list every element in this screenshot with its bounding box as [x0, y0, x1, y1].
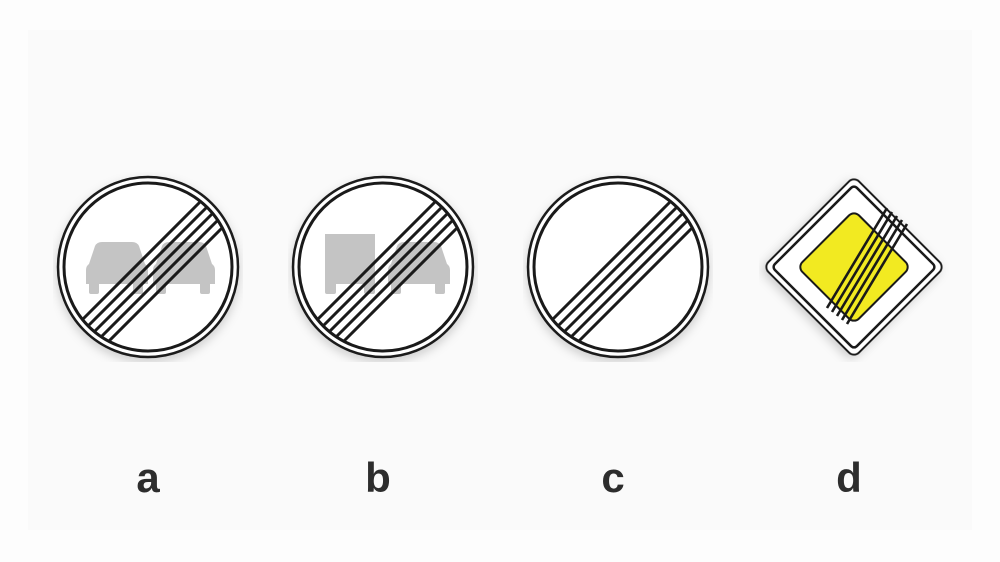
label-b: b: [365, 454, 391, 501]
end-of-all-restrictions-sign-icon: [523, 172, 713, 362]
end-of-priority-road-sign-icon: [759, 172, 949, 362]
label-a: a: [136, 454, 160, 501]
end-of-no-overtaking-sign-icon: [53, 172, 243, 362]
label-c: c: [601, 454, 625, 501]
end-of-no-overtaking-trucks-sign-icon: [288, 172, 478, 362]
label-d: d: [836, 454, 862, 501]
